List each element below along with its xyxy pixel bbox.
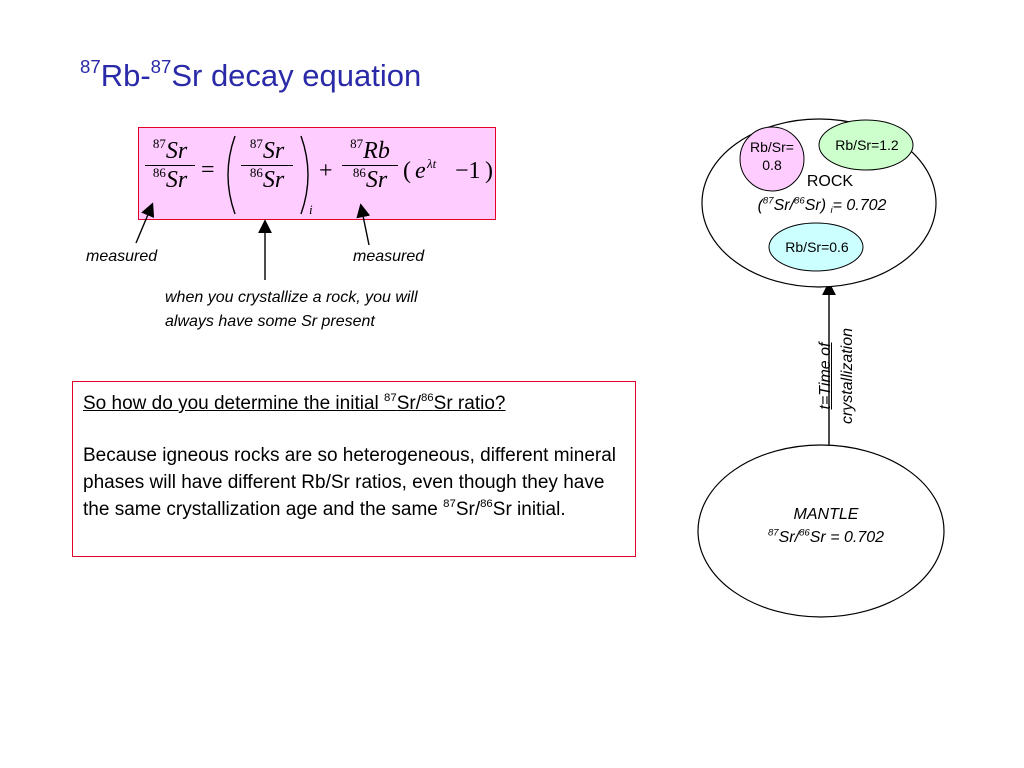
- decay-exponent: λt: [427, 156, 437, 171]
- mantle-ellipse: [697, 444, 945, 618]
- mineral-bubble-0.6: [768, 222, 864, 272]
- time-label-line2: crystallization: [839, 327, 856, 425]
- arrow-measured-left: [135, 202, 155, 244]
- rock-initial-ratio: (87Sr/86Sr) i= 0.702: [757, 195, 887, 216]
- paren-group: [227, 135, 309, 215]
- fraction-bar: [342, 165, 398, 166]
- measured-label-right: measured: [353, 248, 425, 265]
- equals-sign: =: [201, 157, 215, 183]
- measured-label-left: measured: [86, 248, 158, 265]
- arrow-measured-right: [356, 203, 371, 246]
- left-big-paren: [227, 135, 236, 215]
- lhs-fraction: 87Sr 86Sr: [145, 137, 195, 194]
- rb-sr-fraction: 87Rb 86Sr: [342, 137, 398, 194]
- title-superscript-87b: 87: [150, 55, 172, 77]
- equation-box: 87Sr 86Sr = 87Sr 86Sr i + 87Rb 86Sr ( e …: [138, 127, 496, 220]
- fraction-bar: [145, 165, 195, 166]
- mantle-ratio: 87Sr/86Sr = 0.702: [767, 527, 885, 546]
- right-big-paren: [300, 135, 309, 215]
- time-label-line1: t=Time of: [817, 342, 834, 410]
- initial-fraction: 87Sr 86Sr: [241, 137, 293, 194]
- answer-text: Because igneous rocks are so heterogeneo…: [83, 445, 617, 520]
- crystallize-note: when you crystallize a rock, you will al…: [165, 289, 418, 330]
- page-title: 87Rb-87Sr decay equation: [80, 55, 422, 94]
- rock-label: ROCK: [806, 173, 854, 190]
- mineral-label-0.6: Rb/Sr=0.6: [785, 239, 849, 255]
- decay-minus-one: −1: [455, 158, 481, 184]
- title-superscript-87: 87: [80, 55, 101, 77]
- question-box: So how do you determine the initial 87Sr…: [72, 381, 636, 557]
- decay-close-paren: ): [485, 158, 493, 184]
- mineral-bubble-0.8: [739, 126, 805, 192]
- decay-base-e: e: [415, 158, 426, 184]
- mantle-label: MANTLE: [793, 506, 859, 523]
- title-rest: Sr decay equation: [171, 58, 422, 93]
- mineral-bubble-1.2: [818, 119, 914, 171]
- question-text: So how do you determine the initial 87Sr…: [83, 392, 506, 414]
- mineral-label-0.8: Rb/Sr= 0.8: [750, 139, 794, 173]
- plus-sign: +: [319, 158, 333, 184]
- fraction-bar: [241, 165, 293, 166]
- decay-open-paren: (: [403, 158, 411, 184]
- title-rb: Rb-: [100, 58, 151, 93]
- mineral-label-1.2: Rb/Sr=1.2: [835, 137, 899, 153]
- initial-subscript: i: [309, 202, 313, 217]
- time-of-crystallization-label: t=Time of crystallization: [812, 316, 862, 436]
